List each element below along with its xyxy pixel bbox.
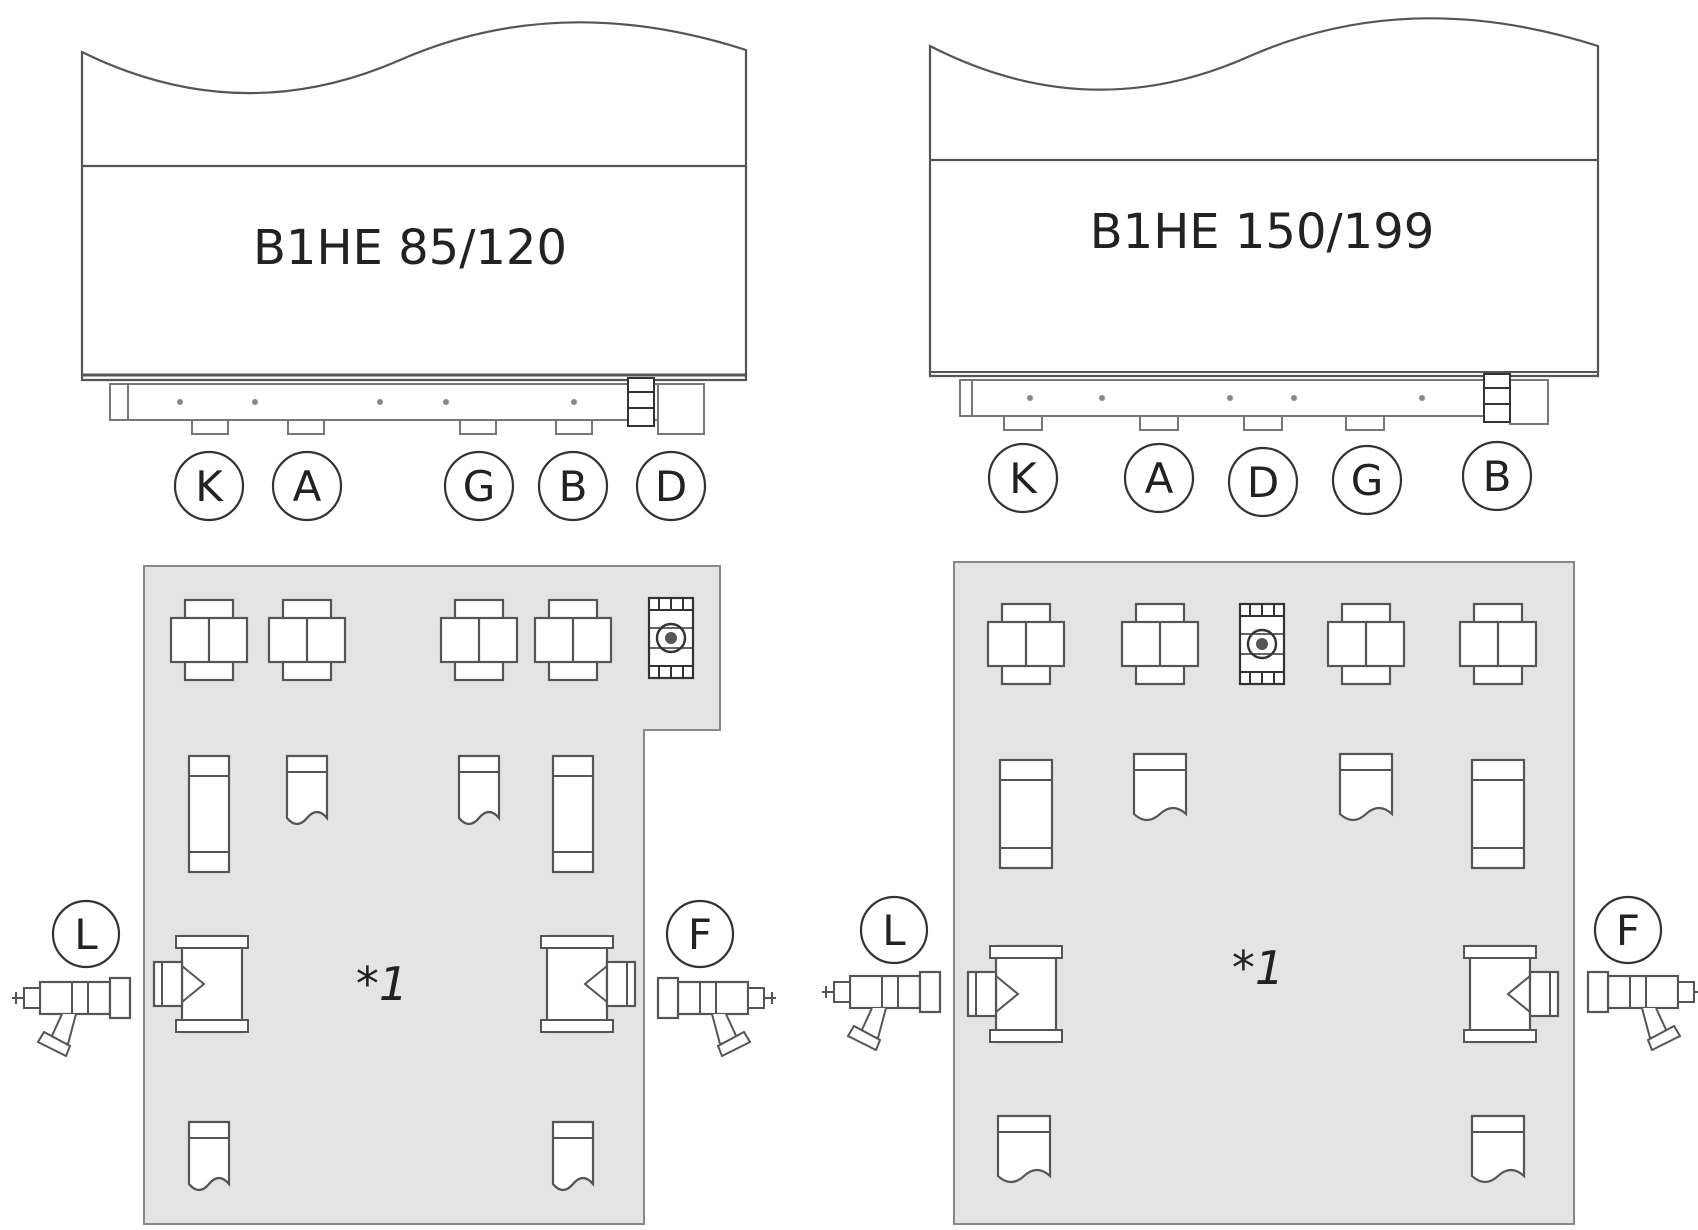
left-marker-b: B (537, 450, 609, 522)
svg-text:L: L (882, 906, 906, 955)
left-marker-k: K (173, 450, 245, 522)
right-boiler-housing (928, 17, 1600, 431)
left-marker-a: A (271, 450, 343, 522)
right-marker-f: F (1593, 895, 1663, 965)
svg-text:F: F (688, 910, 712, 959)
svg-text:F: F (1616, 906, 1640, 955)
svg-text:K: K (195, 462, 224, 511)
left-model-label: B1HE 85/120 (253, 220, 567, 276)
right-side-valve-f (1588, 972, 1698, 1050)
svg-text:G: G (1351, 456, 1384, 505)
svg-text:D: D (1247, 458, 1279, 507)
svg-text:K: K (1009, 454, 1038, 503)
right-top-connection-markers: K A D G B (987, 440, 1533, 518)
right-marker-l: L (859, 895, 929, 965)
right-note: *1 (1232, 941, 1284, 995)
left-fittings-panel (143, 565, 721, 1225)
right-marker-g: G (1331, 444, 1403, 516)
svg-text:D: D (655, 462, 687, 511)
right-marker-d: D (1227, 446, 1299, 518)
right-marker-a: A (1123, 442, 1195, 514)
svg-text:L: L (74, 910, 98, 959)
right-marker-b: B (1461, 440, 1533, 512)
left-marker-f: F (665, 899, 735, 969)
left-side-valve-l (10, 976, 132, 1058)
left-marker-l: L (51, 899, 121, 969)
right-marker-k: K (987, 442, 1059, 514)
left-marker-d: D (635, 450, 707, 522)
right-side-valve-l (820, 970, 942, 1052)
svg-text:G: G (463, 462, 496, 511)
svg-text:B: B (559, 462, 588, 511)
svg-text:B: B (1483, 452, 1512, 501)
left-note: *1 (356, 957, 408, 1011)
svg-text:A: A (1145, 454, 1174, 503)
left-top-connection-markers: K A G B D (173, 450, 707, 522)
left-boiler-housing (80, 21, 748, 435)
right-model-label: B1HE 150/199 (1090, 204, 1435, 260)
svg-text:A: A (293, 462, 322, 511)
left-marker-g: G (443, 450, 515, 522)
left-side-valve-f (658, 978, 776, 1056)
